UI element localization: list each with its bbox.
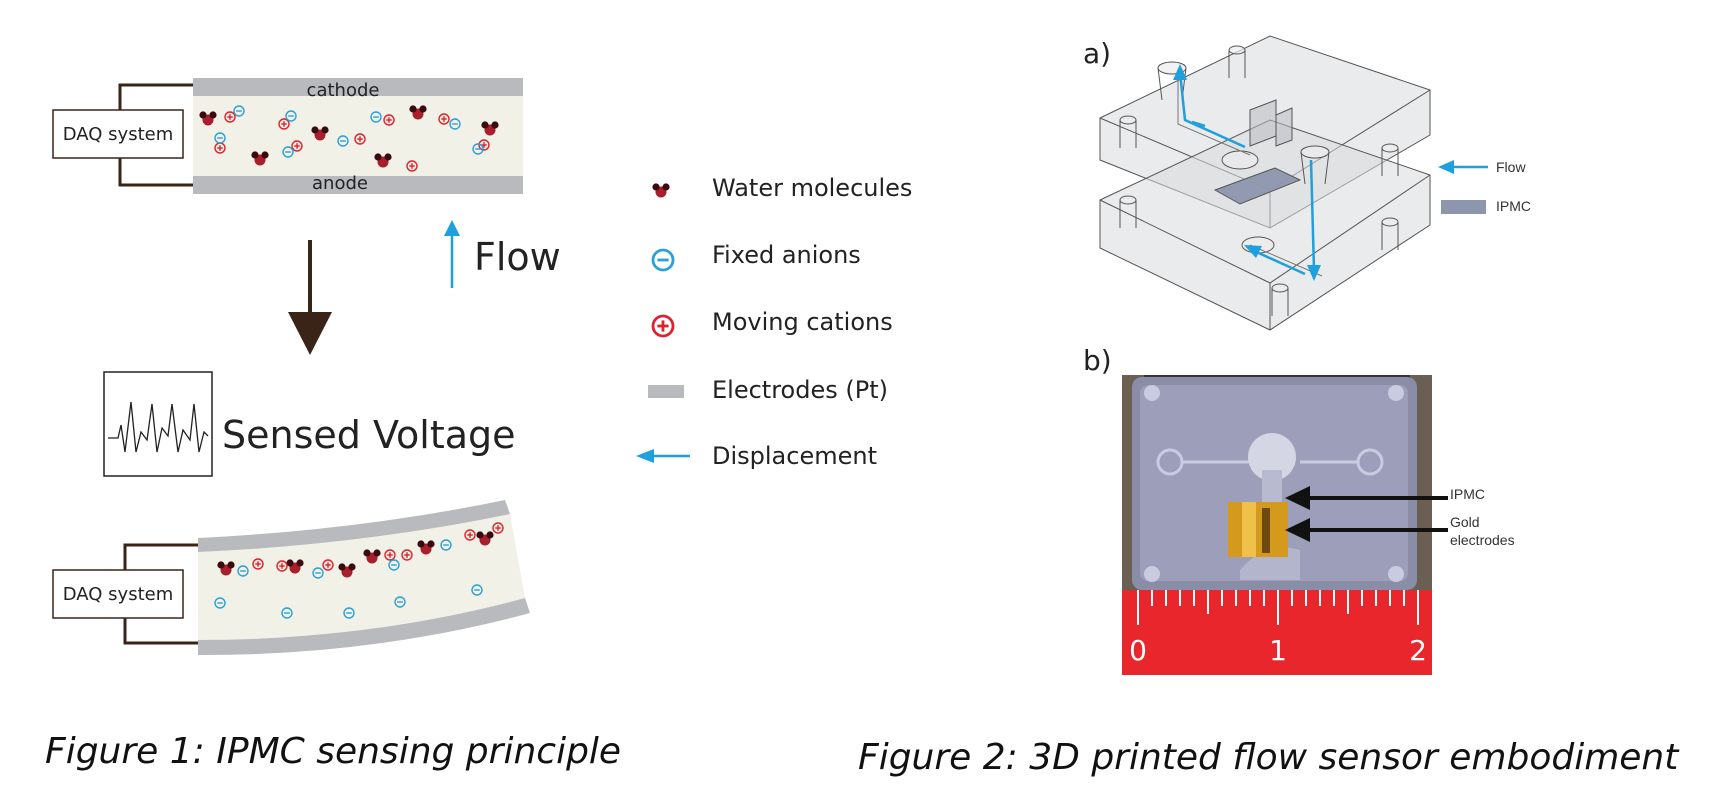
figure2-caption: Figure 2: 3D printed flow sensor embodim… bbox=[858, 737, 1680, 778]
anode-electrode bbox=[193, 176, 523, 194]
flow-indicator: Flow bbox=[444, 220, 561, 288]
daq-label-bottom: DAQ system bbox=[63, 584, 174, 605]
panel-b-photo: 0 1 2 bbox=[1122, 375, 1432, 675]
panel-a-label: a) bbox=[1083, 37, 1111, 70]
gold-electrodes bbox=[1228, 502, 1288, 557]
sensed-voltage-label: Sensed Voltage bbox=[222, 413, 516, 457]
legend-water: Water molecules bbox=[712, 174, 912, 202]
legend-anions: Fixed anions bbox=[712, 241, 861, 269]
photo-label-ipmc: IPMC bbox=[1450, 486, 1485, 502]
inlet-dome bbox=[1248, 433, 1296, 481]
voltage-waveform bbox=[108, 401, 209, 453]
figure1-caption: Figure 1: IPMC sensing principle bbox=[45, 731, 621, 772]
bent-cathode bbox=[198, 500, 510, 552]
water-molecule-icon bbox=[652, 183, 670, 198]
ruler-tick-0: 0 bbox=[1129, 634, 1147, 667]
legend-electrodes: Electrodes (Pt) bbox=[712, 376, 888, 404]
photo-label-gold: Gold bbox=[1450, 514, 1480, 530]
daq-box-top bbox=[52, 109, 184, 159]
figure1-bottom-ipmc: DAQ system bbox=[52, 500, 530, 656]
legend: Water molecules Fixed anions Moving cati… bbox=[636, 174, 912, 470]
panel-b-label: b) bbox=[1083, 344, 1112, 377]
ipmc-swatch bbox=[1441, 200, 1486, 214]
panel-b-callouts: IPMC Gold electrodes bbox=[1285, 486, 1515, 548]
ruler-tick-1: 1 bbox=[1269, 634, 1287, 667]
fixed-anion-icon bbox=[651, 248, 675, 272]
ipmc-strip bbox=[1213, 167, 1302, 205]
legend-displacement: Displacement bbox=[712, 442, 877, 470]
displacement-arrow-icon bbox=[636, 449, 690, 463]
electrode-icon bbox=[648, 385, 684, 398]
transition-arrow bbox=[288, 240, 332, 355]
sensed-voltage-group: Sensed Voltage bbox=[103, 371, 516, 477]
ruler-tick-2: 2 bbox=[1409, 634, 1427, 667]
flow-label: Flow bbox=[474, 235, 561, 279]
panel-a-cad-drawing bbox=[1099, 35, 1431, 331]
photo-label-electrodes: electrodes bbox=[1450, 532, 1515, 548]
anode-label: anode bbox=[312, 173, 368, 194]
moving-cation-icon bbox=[651, 314, 675, 338]
legend-ipmc: IPMC bbox=[1496, 198, 1531, 214]
panel-a-flow-arrows bbox=[1173, 64, 1321, 281]
ipmc-channel-top bbox=[193, 96, 523, 176]
cathode-electrode bbox=[193, 78, 523, 96]
panel-a-legend: Flow IPMC bbox=[1438, 159, 1531, 214]
daq-label-top: DAQ system bbox=[63, 124, 174, 145]
voltage-signal-box bbox=[103, 371, 213, 477]
bent-anode bbox=[198, 598, 530, 656]
legend-cations: Moving cations bbox=[712, 308, 893, 336]
legend-flow: Flow bbox=[1496, 159, 1526, 175]
daq-box-bottom bbox=[52, 569, 184, 619]
cathode-label: cathode bbox=[307, 80, 380, 101]
figure1-top-ipmc: DAQ system cathode anode bbox=[52, 78, 523, 194]
